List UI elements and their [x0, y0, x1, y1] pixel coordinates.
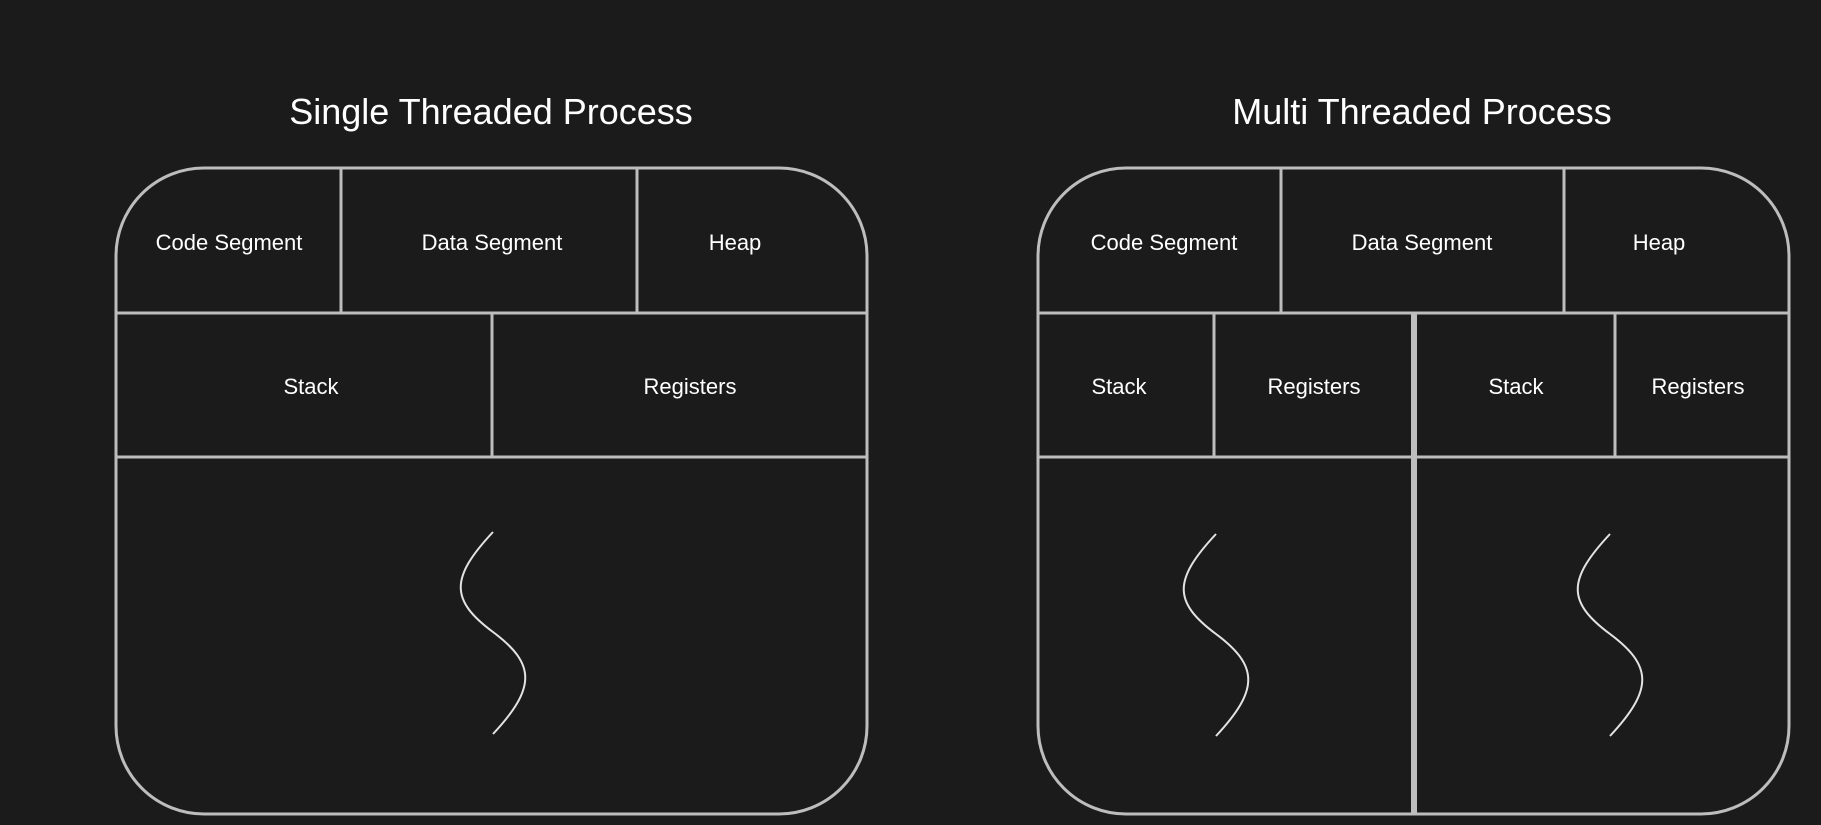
- thread-1-stack-label: Stack: [1091, 374, 1147, 399]
- thread-2-stack-label: Stack: [1488, 374, 1544, 399]
- single-thread-icon: [459, 531, 527, 735]
- multi-data-segment-label: Data Segment: [1352, 230, 1493, 255]
- single-process-frame: [114, 166, 869, 816]
- single-code-segment-label: Code Segment: [156, 230, 303, 255]
- thread-2-icon: [1576, 533, 1644, 737]
- single-heap-label: Heap: [709, 230, 762, 255]
- thread-2-registers-label: Registers: [1652, 374, 1745, 399]
- single-threaded-process: Code Segment Data Segment Heap Stack Reg…: [114, 166, 869, 816]
- multi-heap-label: Heap: [1633, 230, 1686, 255]
- multi-code-segment-label: Code Segment: [1091, 230, 1238, 255]
- single-threaded-process-title: Single Threaded Process: [289, 91, 693, 132]
- multi-threaded-process: Code Segment Data Segment Heap Stack Reg…: [1036, 166, 1791, 816]
- single-data-segment-label: Data Segment: [422, 230, 563, 255]
- thread-1-icon: [1182, 533, 1250, 737]
- multi-threaded-process-title: Multi Threaded Process: [1232, 91, 1612, 132]
- single-registers-label: Registers: [644, 374, 737, 399]
- thread-1-registers-label: Registers: [1268, 374, 1361, 399]
- single-stack-label: Stack: [283, 374, 339, 399]
